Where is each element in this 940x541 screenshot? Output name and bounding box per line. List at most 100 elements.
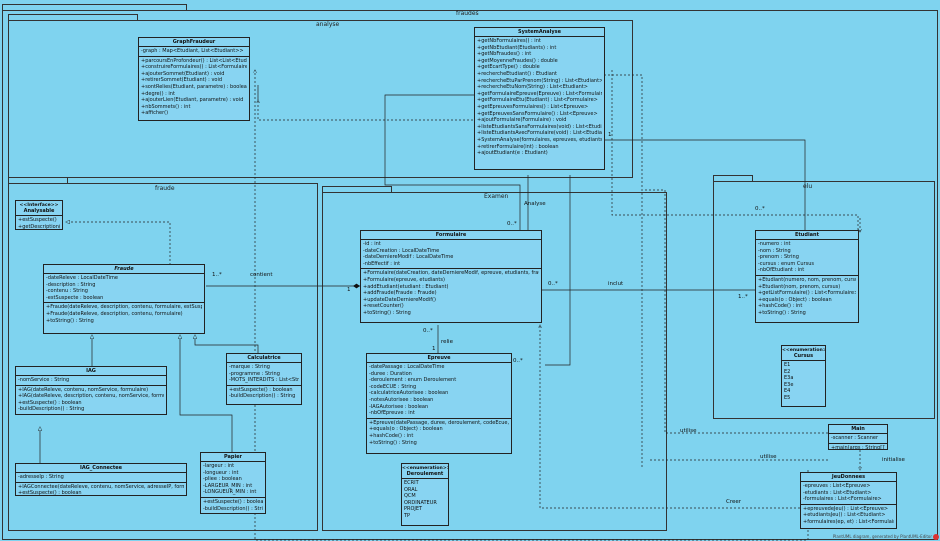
class-jeu-donnees[interactable]: JeuDonnees-epreuves : List<Epreuve>-etud…	[800, 472, 897, 529]
attribute-section: -adresseIp : String	[16, 473, 186, 483]
class-epreuve[interactable]: Epreuve-datePassage : LocalDateTime-dure…	[366, 353, 512, 454]
attribute: -prenom : String	[758, 254, 799, 261]
enum-value: E4	[784, 388, 791, 395]
enum-value: ORDINATEUR	[404, 499, 437, 506]
attribute: -formulaires : List<Formulaire>	[803, 496, 882, 503]
method: +estSuspecte() : boolean	[229, 386, 293, 393]
method: +equals(o : Object) : boolean	[758, 296, 832, 303]
package-examen	[322, 192, 667, 531]
attribute: -contenu : String	[46, 288, 88, 295]
attribute: -graph : Map<Etudiant, List<Etudiant>>	[141, 48, 244, 54]
method: +hashCode() : int	[758, 303, 803, 310]
method-section: +Fraude(dateReleve, description, contenu…	[44, 303, 204, 325]
class-etudiant[interactable]: Etudiant-numero : int-nom : String-preno…	[755, 230, 859, 323]
package-eleves-label: elu	[803, 183, 813, 190]
attribute: -description : String	[46, 281, 96, 288]
class-analysable[interactable]: <<Interface>>Analysable+estSuspecte()+ge…	[15, 200, 63, 230]
method: +hashCode() : int	[369, 432, 414, 439]
class-name: IAG_Connectee	[79, 465, 123, 471]
enum-value: E5	[784, 394, 791, 401]
inclut-label: inclut	[608, 281, 624, 287]
class-papier[interactable]: Papier-largeur : int-longueur : int-plie…	[200, 452, 266, 514]
method-section: +IAGConnectee(dateReleve, contenu, nomSe…	[16, 483, 186, 496]
initialise-label: initialise	[882, 457, 905, 463]
method: +equals(o : Object) : boolean	[369, 426, 443, 433]
system-mult: 1	[608, 132, 612, 138]
attribute: -LONGUEUR_MIN : int	[203, 489, 257, 496]
class-iag-connectee[interactable]: IAG_Connectee -adresseIp : String+IAGConn…	[15, 463, 187, 496]
method-section: +Formulaire(dateCreation, dateDerniereMo…	[361, 269, 541, 317]
method: +toString() : String	[758, 309, 806, 316]
attribute-section: -scanner : Scanner	[829, 434, 887, 444]
class-formulaire[interactable]: Formulaire-id : int-dateCreation : Local…	[360, 230, 542, 323]
method: +rechercheEtuNom(String) : List<Etudiant…	[477, 84, 588, 91]
class-name: Etudiant	[795, 232, 819, 238]
method: +resetCounter()	[363, 303, 404, 310]
package-fraudes-label: fraudes	[456, 10, 479, 17]
plantuml-logo-icon	[933, 534, 939, 540]
method: +Formulaire(dateCreation, dateDerniereMo…	[363, 270, 539, 277]
class-header: Calculatrice	[227, 354, 301, 363]
class-name: Main	[851, 426, 865, 432]
class-graph-fraudeur[interactable]: GraphFraudeur -graph : Map<Etudiant, List…	[138, 37, 250, 121]
method: +ajoutFormulaire(Formulaire) : void	[477, 117, 567, 124]
method-section: +Etudiant(numero, nom, prenom, cursus)+E…	[756, 276, 858, 318]
method: +Fraude(dateReleve, description, contenu…	[46, 304, 202, 311]
class-iag[interactable]: IAG-nomService : String+IAG(dateReleve, …	[15, 366, 167, 415]
method: +rechercheEtuParPrenom(String) : List<Et…	[477, 77, 602, 84]
class-calculatrice[interactable]: Calculatrice-marque : String-programme :…	[226, 353, 302, 405]
method: +listeEtudiantsSansFormulaires(void) : L…	[477, 123, 602, 130]
class-header: Fraude	[44, 265, 204, 274]
class-name: Analysable	[23, 208, 55, 214]
attribute: -nbEffectif : int	[363, 260, 401, 267]
package-analyse-label: analyse	[316, 21, 340, 28]
attribute: -nomService : String	[18, 377, 70, 383]
class-fraude[interactable]: Fraude-dateReleve : LocalDateTime-descri…	[43, 264, 205, 334]
epreuve-right-mult: 0..*	[513, 358, 523, 364]
enum-value: ORAL	[404, 486, 418, 493]
package-eleves	[713, 181, 935, 419]
class-header: IAG_Connectee	[16, 464, 186, 473]
method-section: +parcoursEnProfondeur() : List<List<Etud…	[139, 57, 249, 118]
package-fraude-label: fraude	[155, 185, 175, 192]
attribute: -LARGEUR_MIN : int	[203, 482, 253, 489]
attribute: -dateCreation : LocalDateTime	[363, 247, 440, 254]
class-header: Formulaire	[361, 231, 541, 240]
package-fraude	[8, 183, 318, 531]
class-header: Epreuve	[367, 354, 511, 363]
contient-left-mult: 1..*	[212, 272, 222, 278]
class-name: GraphFraudeur	[172, 39, 216, 45]
method: +getEpreuvesFormulaires() : List<Epreuve…	[477, 103, 589, 110]
method: +estSuspecte() : boolean	[203, 498, 263, 505]
method: +etudiantsJeu() : List<Etudiant>	[803, 512, 886, 519]
attribute: -dateReleve : LocalDateTime	[46, 275, 118, 281]
creer-label: Creer	[726, 499, 742, 505]
method-section: +main(args : String[])	[829, 444, 887, 450]
method: +getNbFormulaires() : int	[477, 38, 541, 44]
contient-label: contient	[250, 272, 273, 278]
relie-mult-bottom: 1	[432, 346, 436, 352]
class-system-analyse[interactable]: SystemAnalyse+getNbFormulaires() : int+g…	[474, 27, 605, 170]
etudiant-top-mult: 0..*	[755, 206, 765, 212]
inclut-right-mult: 1..*	[738, 294, 748, 300]
method: +retirerFormulaire(int) : boolean	[477, 143, 559, 150]
method: +parcoursEnProfondeur() : List<List<Etud…	[141, 57, 247, 64]
attribute: -duree : Duration	[369, 370, 412, 377]
utilise-label-2: utilise	[760, 454, 777, 460]
method: +estSuspecte() : boolean	[18, 490, 82, 496]
method: +main(args : String[])	[831, 444, 885, 450]
class-header: Etudiant	[756, 231, 858, 240]
method-section: +IAG(dateReleve, contenu, nomService, fo…	[16, 386, 166, 414]
attribute: -deroulement : enum Deroulement	[369, 377, 457, 384]
method: +estSuspecte() : boolean	[18, 399, 82, 406]
package-fraudes	[2, 10, 938, 540]
package-eleves-tab	[713, 175, 753, 181]
class-main[interactable]: Main -scanner : Scanner+main(args : Strin…	[828, 424, 888, 450]
attribute: -pliee : boolean	[203, 476, 242, 483]
method: +ajouterSommet(Etudiant) : void	[141, 70, 225, 77]
package-fraude-tab	[8, 177, 68, 183]
attribute: -nbOfEtudiant : int	[758, 267, 805, 274]
method: +SystemAnalyse(formulaires, epreuves, et…	[477, 136, 602, 143]
